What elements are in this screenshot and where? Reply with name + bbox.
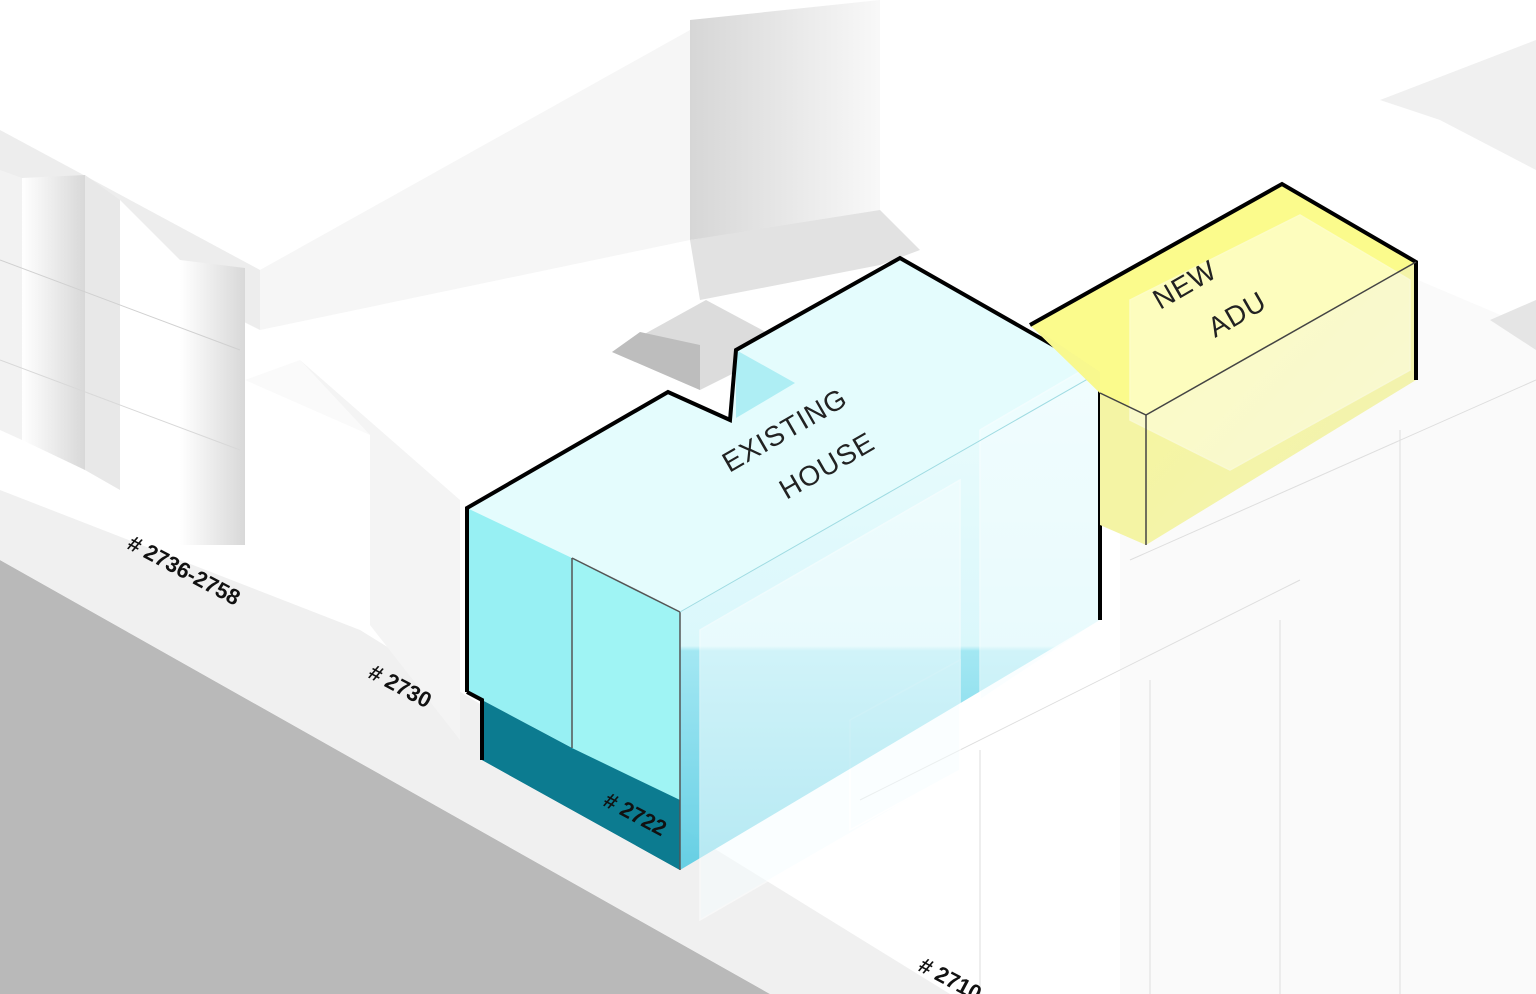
ghost-volumes: [699, 358, 1101, 922]
existing-house-roof: [467, 258, 1100, 612]
notch-wall: [736, 350, 795, 418]
existing-house-mass: [465, 255, 1102, 922]
new-adu-left-face: [1100, 393, 1146, 545]
void-shadow: [612, 332, 700, 390]
context-houses-left: [0, 170, 460, 740]
adu-ghost-volume: [1129, 214, 1411, 471]
new-adu-mass: [1029, 181, 1418, 545]
new-adu-outline: [1029, 181, 1418, 380]
